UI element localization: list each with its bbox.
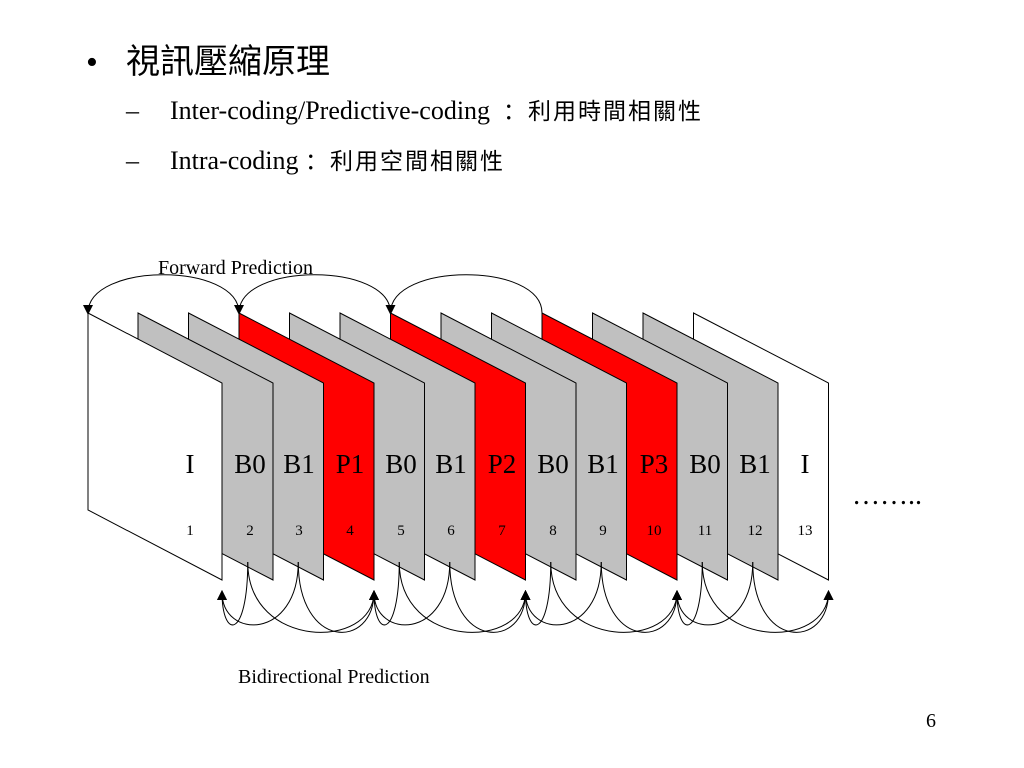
dash-marker: – [126, 146, 139, 175]
bullet-title-text: 視訊壓縮原理 [126, 44, 330, 81]
bidirectional-prediction-arc [369, 561, 451, 626]
inter-coding-cjk: ：利用時間相關性 [503, 99, 704, 125]
frame-label: B1 [283, 449, 315, 479]
bidirectional-prediction-arc [520, 561, 552, 626]
frame-index: 2 [246, 523, 254, 539]
frame-label: B0 [689, 449, 721, 479]
frame-label: I [186, 449, 195, 479]
frame-label: P1 [336, 449, 365, 479]
bidirectional-prediction-arc [217, 561, 249, 626]
bidirectional-prediction-arc [550, 561, 682, 633]
bidirectional-prediction-arc [672, 561, 754, 626]
slide-number: 6 [926, 710, 936, 732]
frame-label: B0 [385, 449, 417, 479]
bidirectional-prediction-arc [600, 561, 682, 633]
forward-prediction-label: Forward Prediction [158, 257, 313, 279]
bidirectional-prediction-arc [752, 561, 834, 633]
frame-label: P3 [640, 449, 669, 479]
continuation-ellipsis: …….. [852, 480, 922, 511]
inter-coding-text: Inter-coding/Predictive-coding [170, 96, 491, 125]
frame-index: 6 [447, 523, 455, 539]
frame-index: 10 [647, 523, 662, 539]
bidirectional-prediction-label: Bidirectional Prediction [238, 666, 430, 688]
frame-index: 8 [549, 523, 557, 539]
forward-prediction-arcs [83, 274, 543, 315]
bullet-inter-coding: – Inter-coding/Predictive-coding ：利用時間相關性 [126, 92, 703, 126]
frame-index: 12 [748, 523, 763, 539]
frame-index: 7 [498, 523, 506, 539]
bidirectional-prediction-arc [520, 561, 602, 626]
forward-prediction-arc [385, 274, 543, 315]
frame-label: B1 [587, 449, 619, 479]
dash-marker: – [126, 96, 139, 125]
bullet-intra-coding: – Intra-coding ：利用空間相關性 [126, 142, 505, 176]
frame-index: 5 [397, 523, 405, 539]
bidirectional-prediction-arc [449, 561, 531, 633]
forward-prediction-arc [83, 274, 240, 315]
frames-layer [87, 312, 829, 581]
bidirectional-prediction-arc [217, 561, 299, 626]
bidirectional-prediction-arc [297, 561, 379, 633]
bidirectional-prediction-arc [701, 561, 834, 633]
frame-label: I [801, 449, 810, 479]
frame-label: B1 [435, 449, 467, 479]
forward-prediction-arc [234, 274, 391, 315]
bidirectional-prediction-arc [672, 561, 703, 626]
frame-index: 9 [599, 523, 607, 539]
frame-1-i [87, 312, 223, 581]
frame-index: 1 [186, 523, 194, 539]
bullet-title: • 視訊壓縮原理 [86, 34, 330, 83]
bidirectional-prediction-arc [247, 561, 379, 633]
frame-index: 13 [798, 523, 813, 539]
bidirectional-prediction-arcs [217, 561, 834, 633]
intra-coding-text: Intra-coding [170, 146, 306, 175]
intra-coding-cjk: ：利用空間相關性 [305, 149, 506, 175]
frame-labels-layer: I 1 B0 2 B1 3 P1 4 B0 5 B1 6 P2 7 B0 8 B1 9 P3 10 B0 11 B1 12 I 1… [186, 449, 813, 539]
frame-index: 3 [295, 523, 303, 539]
frame-label: B0 [537, 449, 569, 479]
frame-label: B1 [739, 449, 771, 479]
bidirectional-prediction-arc [398, 561, 531, 633]
frame-label: B0 [234, 449, 266, 479]
bidirectional-prediction-arc [369, 561, 400, 626]
frame-index: 4 [346, 523, 354, 539]
frame-index: 11 [698, 523, 712, 539]
bullet-marker: • [86, 44, 98, 81]
frame-label: P2 [488, 449, 517, 479]
